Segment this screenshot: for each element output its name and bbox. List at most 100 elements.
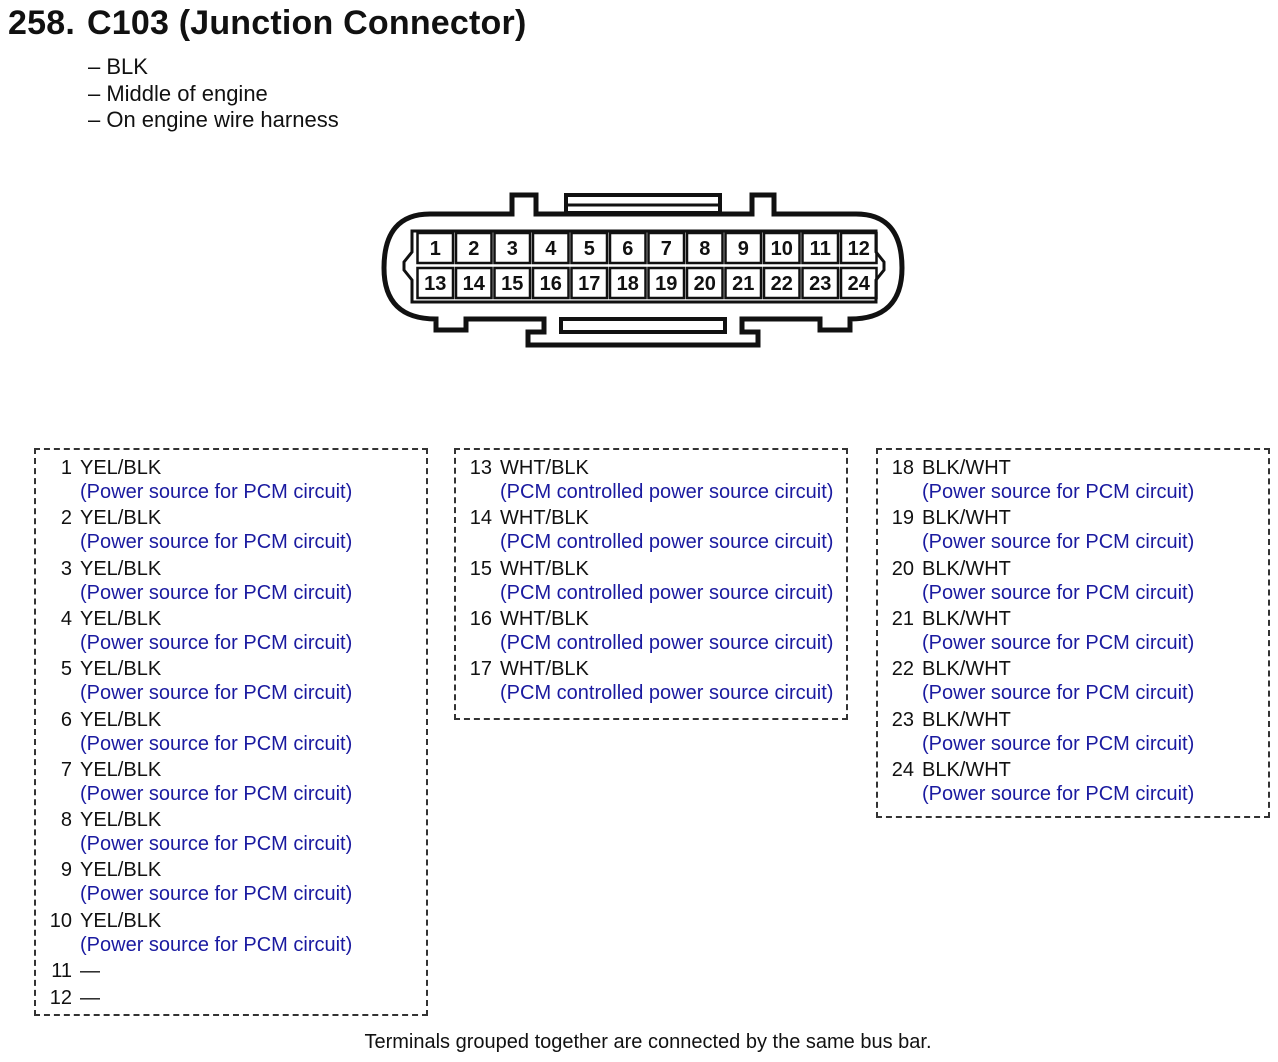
pin-number: 21: [891, 607, 914, 630]
wire-color: WHT/BLK: [500, 658, 589, 681]
terminal-cell: [531, 266, 570, 300]
pin-number: 6: [60, 708, 72, 731]
terminal-cell: [570, 231, 609, 265]
pin-description: (Power source for PCM circuit): [80, 531, 353, 554]
pin-description: (PCM controlled power source circuit): [500, 531, 834, 554]
pin-description: (Power source for PCM circuit): [80, 481, 353, 503]
pin-number: 19: [891, 507, 914, 530]
terminal-cell: [647, 231, 686, 265]
terminal-number: 10: [771, 238, 793, 260]
terminal-number: 14: [463, 273, 486, 295]
pin-number: 22: [891, 658, 914, 681]
pin-description: (Power source for PCM circuit): [80, 732, 353, 755]
pin-entry: 11—: [36, 959, 426, 983]
wire-color: BLK/WHT: [922, 557, 1011, 580]
pin-header: 12 —: [36, 986, 426, 1010]
pin-description: (Power source for PCM circuit): [80, 782, 353, 805]
pin-description: (PCM controlled power source circuit): [500, 631, 834, 654]
terminal-cell: [762, 266, 801, 300]
terminal-cell: [416, 266, 455, 300]
terminal-number: 2: [468, 238, 479, 260]
terminal-number: 13: [424, 273, 446, 295]
pin-description: (Power source for PCM circuit): [922, 732, 1195, 755]
pin-entry: 24 BLK/WHT(Power source for PCM circuit): [878, 758, 1268, 806]
terminal-number: 4: [545, 238, 557, 260]
pin-description: (Power source for PCM circuit): [922, 581, 1195, 604]
terminal-number: 5: [584, 238, 595, 260]
wire-color: BLK/WHT: [922, 758, 1011, 781]
terminal-number: 21: [732, 273, 754, 295]
terminal-number: 22: [771, 273, 793, 295]
pin-number: 24: [891, 758, 914, 781]
wire-color: WHT/BLK: [500, 457, 589, 479]
terminal-number: 17: [578, 273, 600, 295]
pin-entry: 12 —: [36, 986, 426, 1010]
pin-number: 11: [51, 960, 72, 982]
terminal-cell: [685, 266, 724, 300]
pin-description: (Power source for PCM circuit): [922, 481, 1195, 503]
pin-header: 24 BLK/WHT: [878, 758, 1268, 782]
wire-color: YEL/BLK: [80, 557, 162, 580]
pin-description: (Power source for PCM circuit): [80, 883, 353, 906]
wire-color: YEL/BLK: [80, 457, 162, 479]
terminal-number: 9: [738, 238, 749, 260]
terminal-cell: [493, 266, 532, 300]
wire-color: —: [80, 986, 100, 1009]
pin-number: 9: [60, 859, 72, 882]
pin-header: 6 YEL/BLK: [36, 708, 426, 732]
terminal-number: 11: [810, 238, 831, 260]
pin-description: (Power source for PCM circuit): [922, 782, 1195, 805]
pin-number: 23: [891, 708, 914, 731]
terminal-number: 23: [809, 273, 831, 295]
wire-color: YEL/BLK: [80, 708, 162, 731]
terminal-number: 1: [430, 238, 441, 260]
wire-color: YEL/BLK: [80, 658, 162, 681]
pin-number: 16: [469, 607, 492, 630]
bottom-key: [559, 317, 727, 334]
terminal-cell: [685, 231, 724, 265]
pin-number: 12: [49, 986, 72, 1009]
pin-description: (PCM controlled power source circuit): [500, 581, 834, 604]
terminal-cell: [801, 266, 840, 300]
terminal-cell: [839, 266, 878, 300]
terminal-cell: [839, 231, 878, 265]
pin-header: 20 BLK/WHT: [878, 557, 1268, 581]
pin-description: (PCM controlled power source circuit): [500, 481, 834, 503]
pin-description: (Power source for PCM circuit): [80, 933, 353, 956]
terminal-cell: [454, 266, 493, 300]
pin-description: (Power source for PCM circuit): [80, 682, 353, 705]
terminal-cell: [608, 231, 647, 265]
terminal-number: 16: [540, 273, 562, 295]
terminal-number: 12: [848, 238, 870, 260]
terminal-number: 24: [848, 273, 871, 295]
terminal-cell: [608, 266, 647, 300]
terminal-cell: [801, 231, 840, 265]
pin-description: (Power source for PCM circuit): [922, 531, 1195, 554]
terminal-number: 6: [622, 238, 633, 260]
pin-description: (PCM controlled power source circuit): [500, 682, 834, 705]
pin-description: (Power source for PCM circuit): [80, 833, 353, 856]
pin-number: 20: [891, 557, 914, 580]
